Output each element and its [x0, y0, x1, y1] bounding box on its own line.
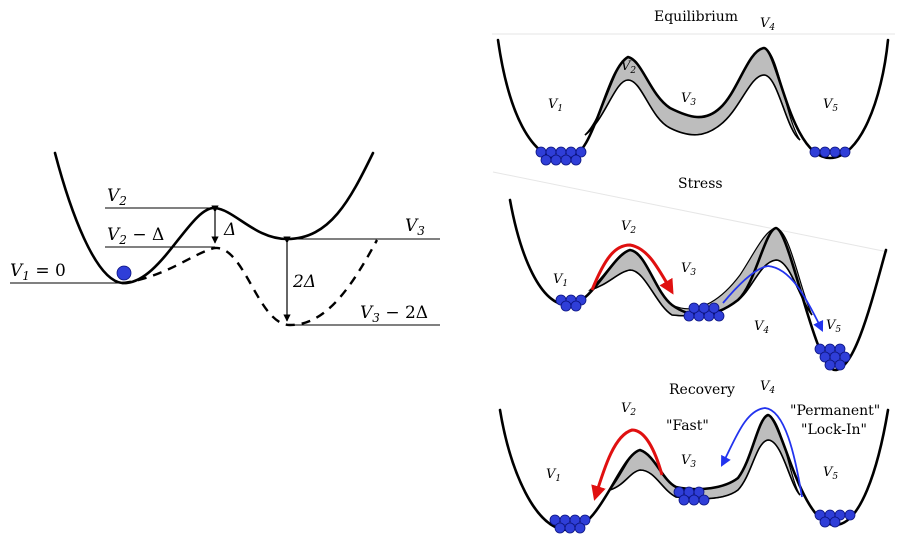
equilibrium-inner-curve: [584, 74, 801, 141]
stress-red-arrow: [590, 243, 674, 295]
st-v1-label: V1: [553, 272, 568, 289]
delta-label: Δ: [223, 220, 236, 240]
recovery-inner-curve: [609, 439, 801, 500]
potential-curve-dashed: [121, 239, 379, 327]
eq-v4-label: V4: [760, 16, 775, 33]
stress-blue-arrow: [722, 265, 824, 332]
equilibrium-balls-v5: [809, 146, 851, 158]
eq-v1-label: V1: [548, 97, 563, 114]
left-diagram: V1 = 0 V2 V2 − Δ Δ 2Δ V3 V3 − 2Δ: [10, 151, 440, 327]
recovery-red-arrow: [591, 428, 664, 501]
panel-equilibrium: Equilibrium V1 V2 V3 V4 V5: [492, 9, 895, 166]
eq-v5-label: V5: [823, 97, 838, 114]
ball: [116, 265, 132, 281]
v1-label: V1 = 0: [10, 261, 66, 283]
v3-label: V3: [405, 216, 425, 238]
panel-recovery: Recovery V1 V2 V3 V4 V5 "Fast" "Permanen…: [498, 379, 890, 534]
eq-v2-label: V2: [621, 59, 636, 76]
equilibrium-title: Equilibrium: [654, 9, 738, 25]
panel-tilt-rule: [492, 171, 889, 253]
stress-title: Stress: [678, 176, 723, 192]
stress-balls-v1: [555, 294, 587, 312]
rc-v5-label: V5: [823, 465, 838, 482]
fast-label: "Fast": [666, 418, 709, 434]
panel-stress: Stress V1 V2 V3 V4 V5: [492, 171, 889, 372]
v3-minus-2delta-label: V3 − 2Δ: [360, 303, 428, 325]
eq-v3-label: V3: [681, 91, 696, 108]
equilibrium-barrier-band: [584, 47, 801, 141]
st-v2-label: V2: [621, 219, 636, 236]
recovery-balls-v5: [814, 509, 856, 528]
two-delta-label: 2Δ: [292, 272, 316, 292]
stress-balls-v3: [683, 302, 725, 322]
st-v3-label: V3: [681, 261, 696, 278]
st-v5-label: V5: [826, 318, 841, 335]
equilibrium-balls-v1: [535, 146, 587, 166]
recovery-balls-v3: [673, 486, 710, 506]
st-v4-label: V4: [754, 319, 769, 336]
potential-curve-solid: [53, 151, 375, 285]
recovery-blue-arrow: [721, 407, 803, 498]
rc-v2-label: V2: [621, 401, 636, 418]
v2-minus-delta-label: V2 − Δ: [107, 225, 164, 247]
lockin-label: "Lock-In": [801, 422, 867, 438]
permanent-label: "Permanent": [790, 403, 880, 419]
v2-label: V2: [107, 186, 127, 208]
rc-v1-label: V1: [546, 467, 561, 484]
rc-v3-label: V3: [681, 453, 696, 470]
recovery-balls-v1: [549, 514, 591, 534]
stress-balls-v5: [814, 343, 851, 371]
rc-v4-label: V4: [760, 379, 775, 396]
recovery-title: Recovery: [669, 382, 735, 398]
